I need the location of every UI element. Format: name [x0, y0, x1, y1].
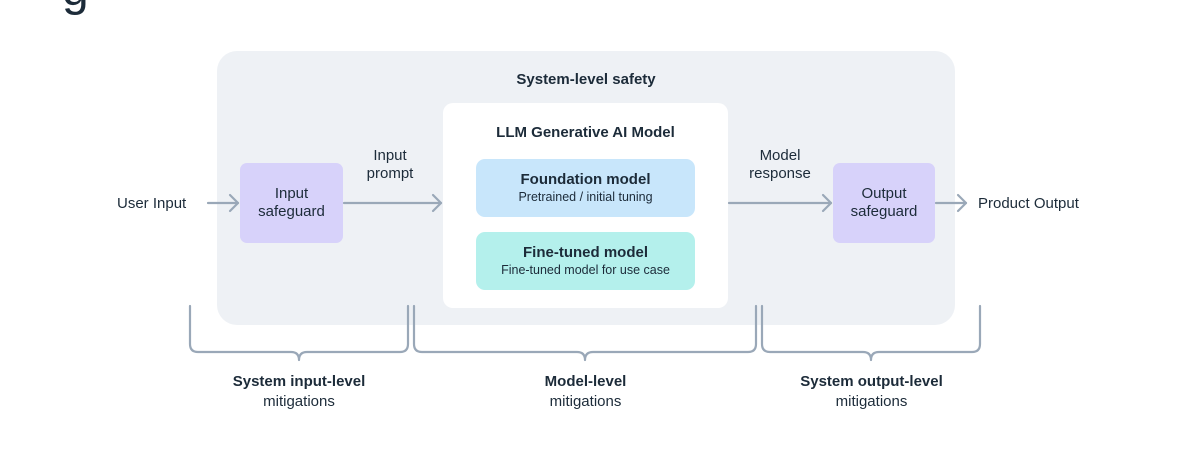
user-input-label: User Input	[117, 195, 187, 212]
input-safeguard-box: Input safeguard	[240, 163, 343, 243]
finetuned-model-title: Fine-tuned model	[523, 244, 648, 261]
finetuned-model-subtitle: Fine-tuned model for use case	[501, 263, 670, 277]
input-level-caption-title: System input-level	[232, 373, 366, 390]
arrow-output-safeguard-to-product	[934, 193, 968, 213]
foundation-model-subtitle: Pretrained / initial tuning	[518, 190, 653, 204]
arrow-input-safeguard-to-model	[342, 193, 443, 213]
input-level-caption: System input-level mitigations	[190, 372, 408, 412]
arrow-user-to-input-safeguard	[206, 193, 240, 213]
brace-output-level	[760, 304, 982, 362]
cropped-heading-glyph: g	[62, 0, 89, 14]
foundation-model-card: Foundation model Pretrained / initial tu…	[476, 159, 695, 217]
output-level-caption-title: System output-level	[800, 373, 943, 390]
input-level-caption-sub: mitigations	[263, 393, 335, 410]
output-level-caption: System output-level mitigations	[762, 372, 981, 412]
input-safeguard-line2: safeguard	[258, 203, 325, 220]
arrow-model-to-output-safeguard	[727, 193, 833, 213]
model-level-caption-title: Model-level	[544, 373, 627, 390]
product-output-label: Product Output	[978, 195, 1079, 212]
model-response-label: Model response	[744, 147, 816, 183]
brace-input-level	[188, 304, 410, 362]
system-level-title: System-level safety	[516, 71, 656, 88]
output-safeguard-line2: safeguard	[850, 203, 918, 220]
model-title: LLM Generative AI Model	[496, 124, 675, 141]
input-prompt-line2: prompt	[366, 165, 414, 182]
brace-model-level	[412, 304, 758, 362]
output-safeguard-line1: Output	[861, 185, 907, 202]
model-response-line1: Model	[759, 147, 801, 164]
model-level-caption-sub: mitigations	[549, 393, 622, 410]
input-prompt-label: Input prompt	[360, 147, 420, 183]
output-level-caption-sub: mitigations	[835, 393, 908, 410]
model-response-line2: response	[749, 165, 811, 182]
finetuned-model-card: Fine-tuned model Fine-tuned model for us…	[476, 232, 695, 290]
input-prompt-line1: Input	[373, 147, 407, 164]
model-level-caption: Model-level mitigations	[414, 372, 757, 412]
output-safeguard-box: Output safeguard	[833, 163, 935, 243]
foundation-model-title: Foundation model	[520, 171, 651, 188]
input-safeguard-line1: Input	[274, 185, 309, 202]
